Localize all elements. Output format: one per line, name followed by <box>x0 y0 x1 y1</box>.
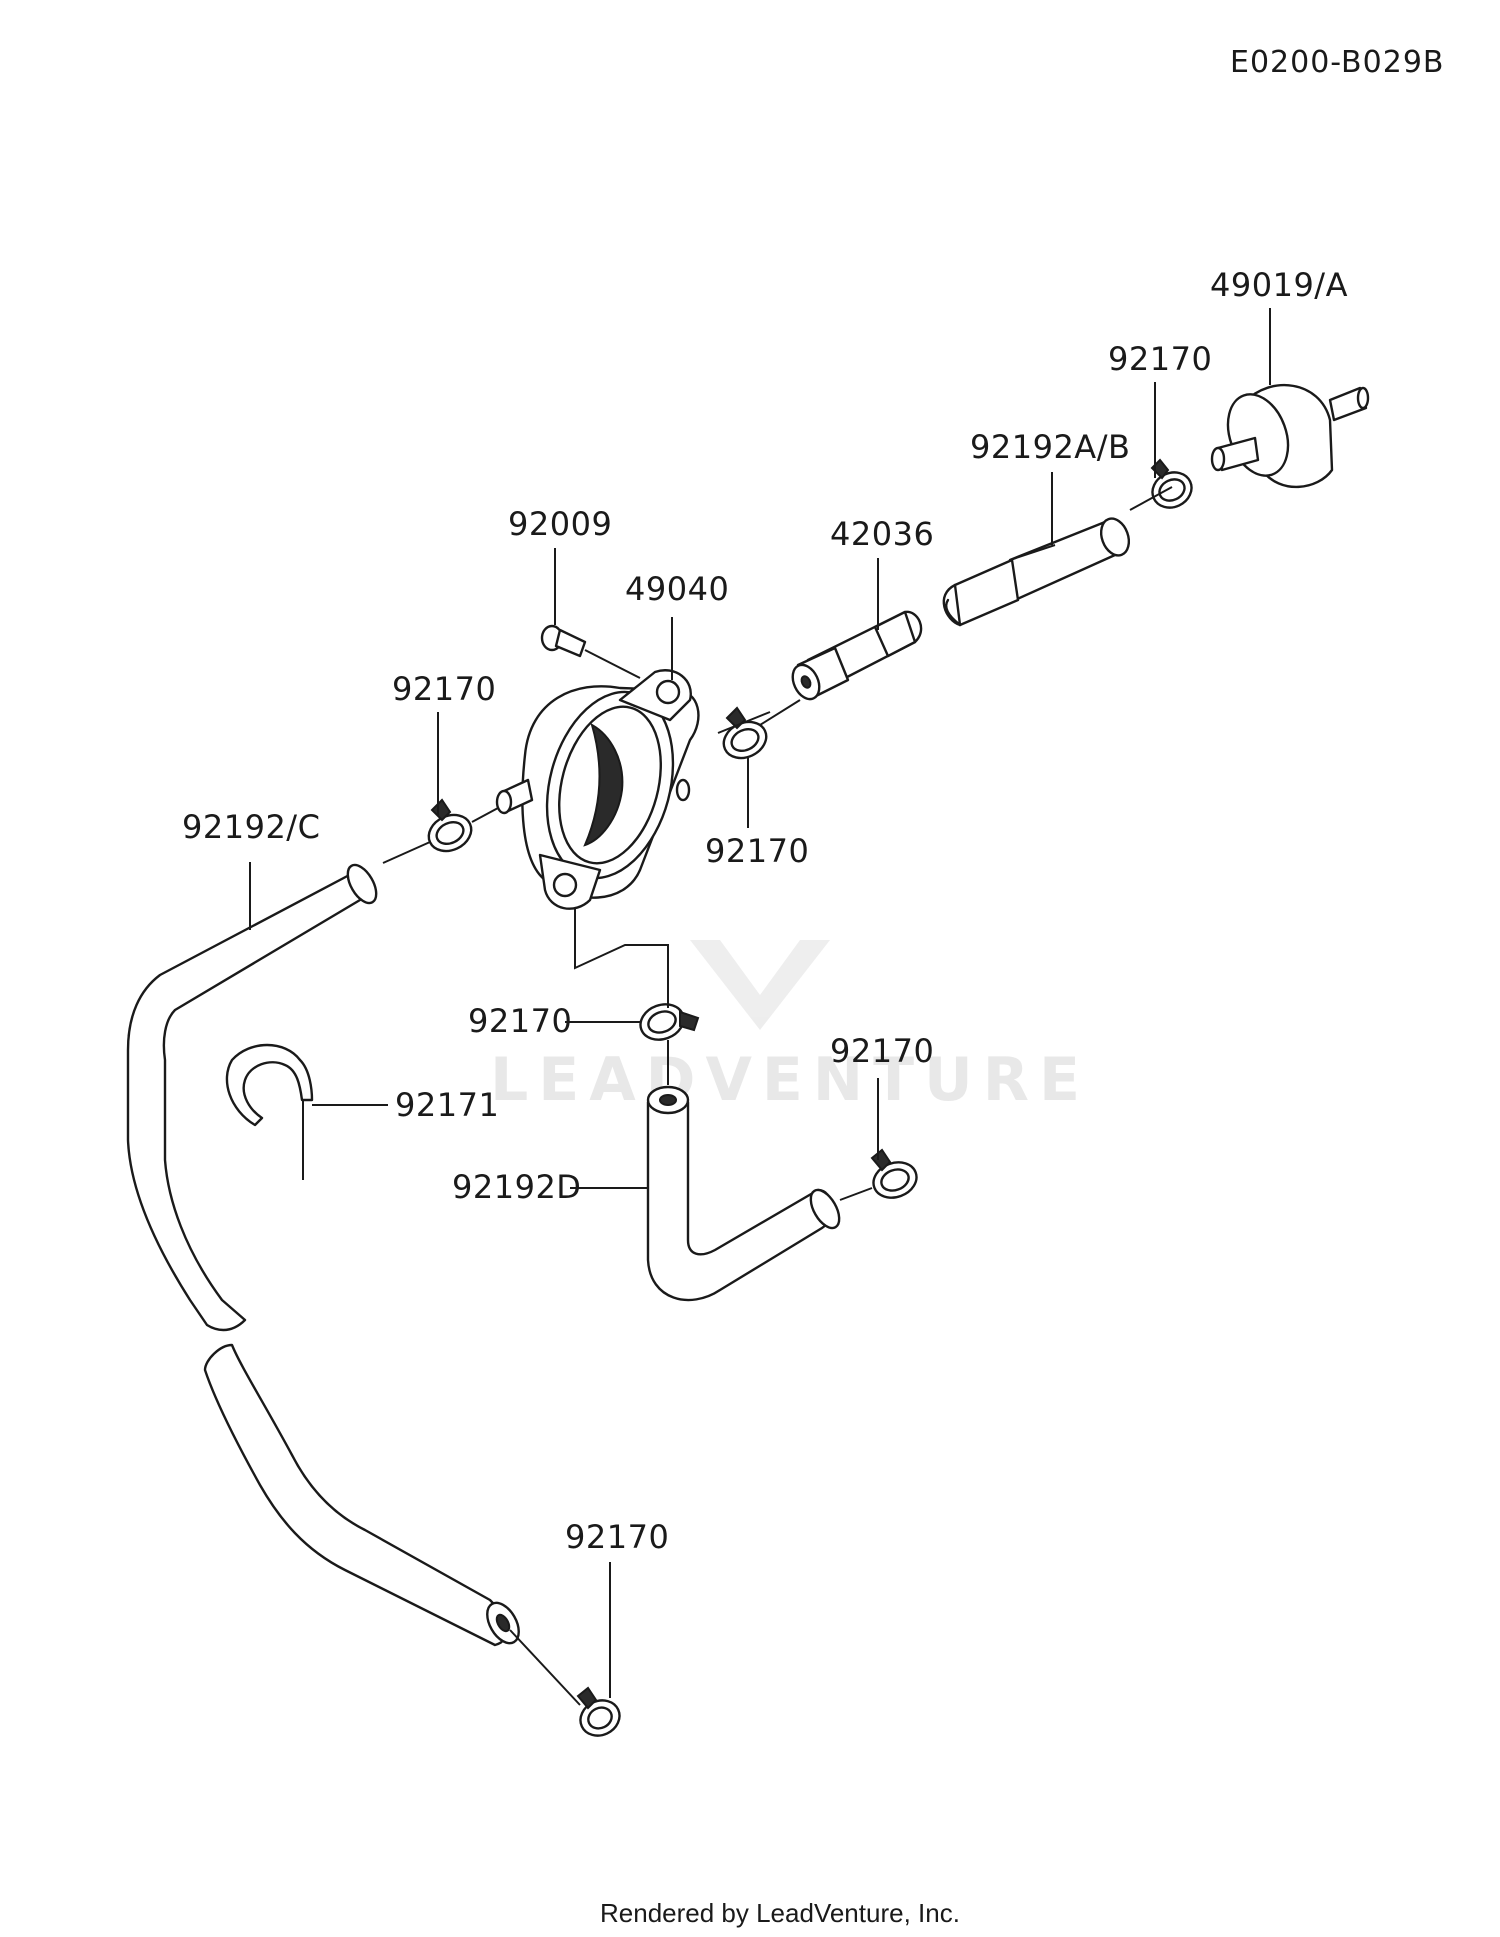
callout-92170-left[interactable]: 92170 <box>392 670 496 708</box>
fuel-pipe[interactable] <box>788 610 923 704</box>
bolt[interactable] <box>540 624 587 658</box>
callout-92170-pump-right[interactable]: 92170 <box>705 832 809 870</box>
callout-42036[interactable]: 42036 <box>830 515 934 553</box>
fuel-pump[interactable] <box>495 669 700 910</box>
hose-clamp-left[interactable] <box>423 798 477 858</box>
callout-92192-a-b[interactable]: 92192A/B <box>970 428 1130 466</box>
diagram-code: E0200-B029B <box>1230 45 1444 80</box>
leader-lines <box>249 308 1271 1706</box>
footer-credit: Rendered by LeadVenture, Inc. <box>600 1898 960 1928</box>
fuel-hose-d[interactable] <box>646 1085 845 1302</box>
fuel-hose-c[interactable] <box>126 860 525 1648</box>
watermark: LEADVENTURE <box>490 940 1090 1115</box>
hose-clamp-pump-right[interactable] <box>718 706 772 765</box>
watermark-text: LEADVENTURE <box>490 1045 1090 1115</box>
callout-labels: 49019/A 92170 92192A/B 42036 92009 49040… <box>182 266 1348 1556</box>
hose-clamp-mid-right[interactable] <box>869 1148 922 1203</box>
watermark-logo-icon <box>690 940 830 1030</box>
callout-92170-top-right[interactable]: 92170 <box>1108 340 1212 378</box>
callout-92171[interactable]: 92171 <box>395 1086 499 1124</box>
callout-92170-center[interactable]: 92170 <box>468 1002 572 1040</box>
hose-clamp-center[interactable] <box>636 999 700 1046</box>
callout-49040[interactable]: 49040 <box>625 570 729 608</box>
fuel-hose-ab[interactable] <box>942 515 1134 627</box>
callout-92170-bottom[interactable]: 92170 <box>565 1518 669 1556</box>
hose-holder[interactable] <box>225 1043 314 1180</box>
callout-92009[interactable]: 92009 <box>508 505 612 543</box>
callout-92170-mid-right[interactable]: 92170 <box>830 1032 934 1070</box>
callout-92192-c[interactable]: 92192/C <box>182 808 320 846</box>
hose-clamp-bottom[interactable] <box>575 1686 626 1742</box>
callout-92192d[interactable]: 92192D <box>452 1168 581 1206</box>
hose-clamp-top-right[interactable] <box>1147 458 1198 514</box>
callout-49019-a[interactable]: 49019/A <box>1210 266 1348 304</box>
fuel-filter[interactable] <box>1210 383 1370 489</box>
